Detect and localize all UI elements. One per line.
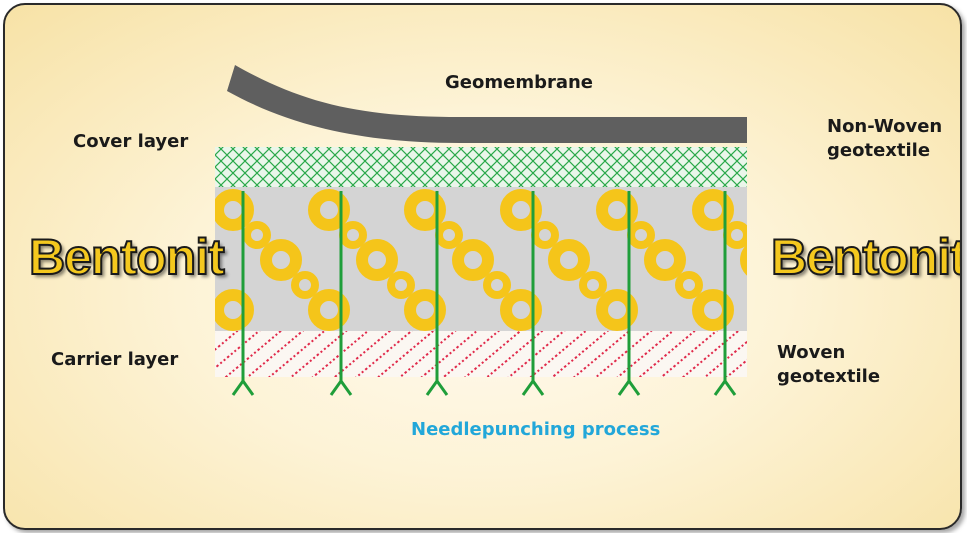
bentonite-granule (260, 239, 302, 281)
non-woven-label-line1: Non-Woven (827, 116, 943, 137)
needlepunch-fibers (231, 191, 737, 396)
cover-layer-label: Cover layer (73, 131, 189, 152)
bentonite-granule (596, 189, 638, 231)
bentonite-granule (339, 221, 367, 249)
bentonite-granule (723, 221, 747, 249)
bentonite-granule (215, 289, 254, 331)
bentonite-granule (308, 289, 350, 331)
geomembrane-sheet (227, 65, 747, 143)
diagram-frame: Geomembrane Cover layer Non-Woven geotex… (3, 3, 962, 530)
non-woven-label-line2: geotextile (827, 140, 931, 162)
bentonite-granule (356, 239, 398, 281)
bentonite-granule (291, 271, 319, 299)
bentonite-granule (483, 271, 511, 299)
woven-geotextile-label: Woven geotextile (777, 341, 880, 390)
bentonite-granule (308, 189, 350, 231)
y-fork-needle-icon (231, 378, 255, 396)
bentonite-granule (548, 239, 590, 281)
bentonite-granule (740, 244, 747, 276)
bentonite-granule (500, 289, 542, 331)
y-fork-needle-icon (617, 378, 641, 396)
bentonite-granule (627, 221, 655, 249)
needlepunching-process-label: Needlepunching process (411, 419, 661, 440)
geomembrane-label: Geomembrane (445, 72, 593, 93)
bentonite-granule (452, 239, 494, 281)
bentonite-granule (692, 289, 734, 331)
bentonite-granule (692, 189, 734, 231)
bentonit-label-right: Bentonit (770, 228, 962, 286)
y-fork-needle-icon (329, 378, 353, 396)
bentonite-layer (215, 187, 747, 331)
bentonite-granule (243, 221, 271, 249)
woven-label-line1: Woven (777, 342, 846, 363)
gcl-cross-section (215, 65, 747, 396)
bentonite-granule (675, 271, 703, 299)
y-fork-needle-icon (713, 378, 737, 396)
bentonite-granules (215, 189, 747, 331)
bentonite-granule (579, 271, 607, 299)
bentonite-granule (404, 289, 446, 331)
bentonite-granule (404, 189, 446, 231)
bentonite-granule (435, 221, 463, 249)
y-fork-needle-icon (425, 378, 449, 396)
bentonite-granule (644, 239, 686, 281)
woven-label-line2: geotextile (777, 366, 881, 388)
bentonite-granule (500, 189, 542, 231)
carrier-layer-label: Carrier layer (51, 349, 179, 370)
bentonit-label-left: Bentonit (28, 228, 226, 286)
bentonite-granule (387, 271, 415, 299)
y-fork-needle-icon (521, 378, 545, 396)
non-woven-geotextile-label: Non-Woven geotextile (827, 115, 942, 164)
bentonite-granule (531, 221, 559, 249)
bentonite-granule (596, 289, 638, 331)
bentonite-granule (215, 189, 254, 231)
